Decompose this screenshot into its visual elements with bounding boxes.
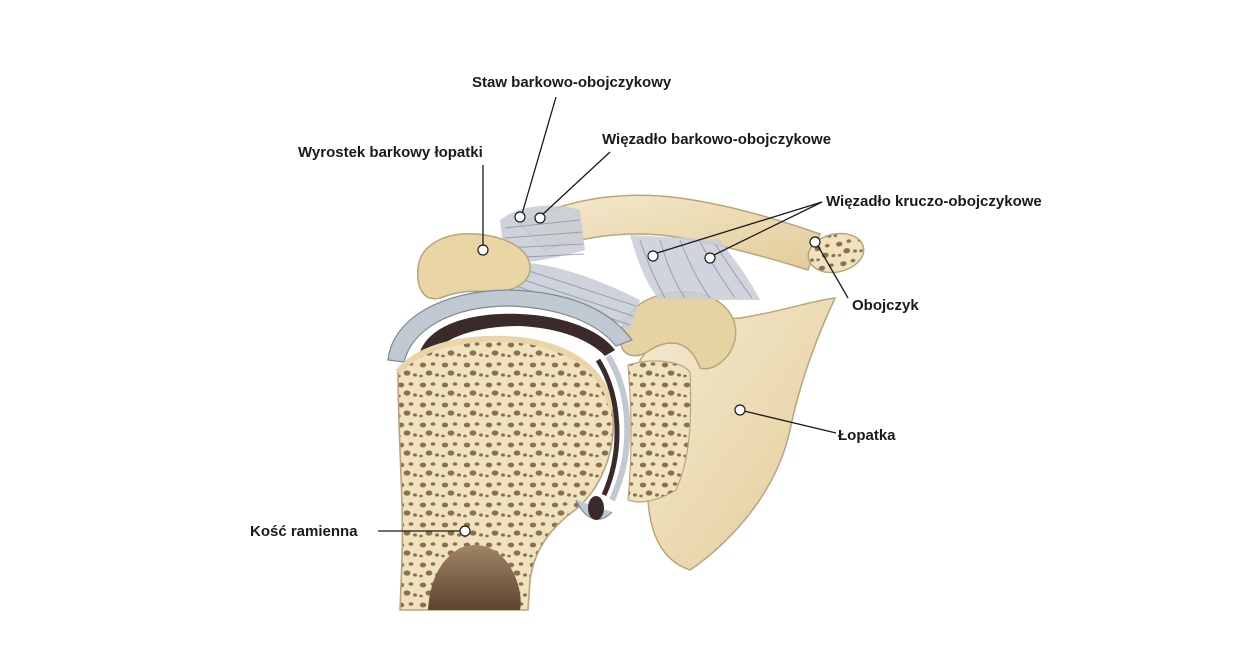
label-humerus: Kość ramienna	[250, 523, 358, 540]
leader-clavicle	[817, 245, 849, 299]
label-cc-ligament: Więzadło kruczo-obojczykowe	[826, 193, 1042, 210]
leader-scapula	[743, 410, 837, 434]
leader-cc-ligament-b	[713, 201, 823, 256]
label-acromion: Wyrostek barkowy łopatki	[298, 144, 483, 161]
marker-ac-ligament	[534, 212, 546, 224]
marker-acromion	[477, 244, 489, 256]
marker-humerus	[459, 525, 471, 537]
label-scapula: Łopatka	[838, 427, 896, 444]
acromion-shape	[417, 233, 531, 300]
humerus-shape	[395, 335, 615, 611]
marker-clavicle	[809, 236, 821, 248]
clavicle-shape	[518, 194, 865, 274]
joint-capsule-shape	[387, 289, 633, 363]
marker-ac-joint	[514, 211, 526, 223]
marker-cc-ligament-b	[704, 252, 716, 264]
marker-cc-ligament-a	[647, 250, 659, 262]
leader-ac-joint	[521, 96, 557, 215]
label-clavicle: Obojczyk	[852, 297, 919, 314]
marker-scapula	[734, 404, 746, 416]
scapula-shape	[627, 297, 837, 571]
leader-cc-ligament-a	[656, 201, 823, 254]
leader-ac-ligament	[541, 151, 611, 216]
label-ac-ligament: Więzadło barkowo-obojczykowe	[602, 131, 831, 148]
glenoid-cartilage-shape	[575, 354, 631, 520]
label-ac-joint: Staw barkowo-obojczykowy	[472, 74, 672, 91]
